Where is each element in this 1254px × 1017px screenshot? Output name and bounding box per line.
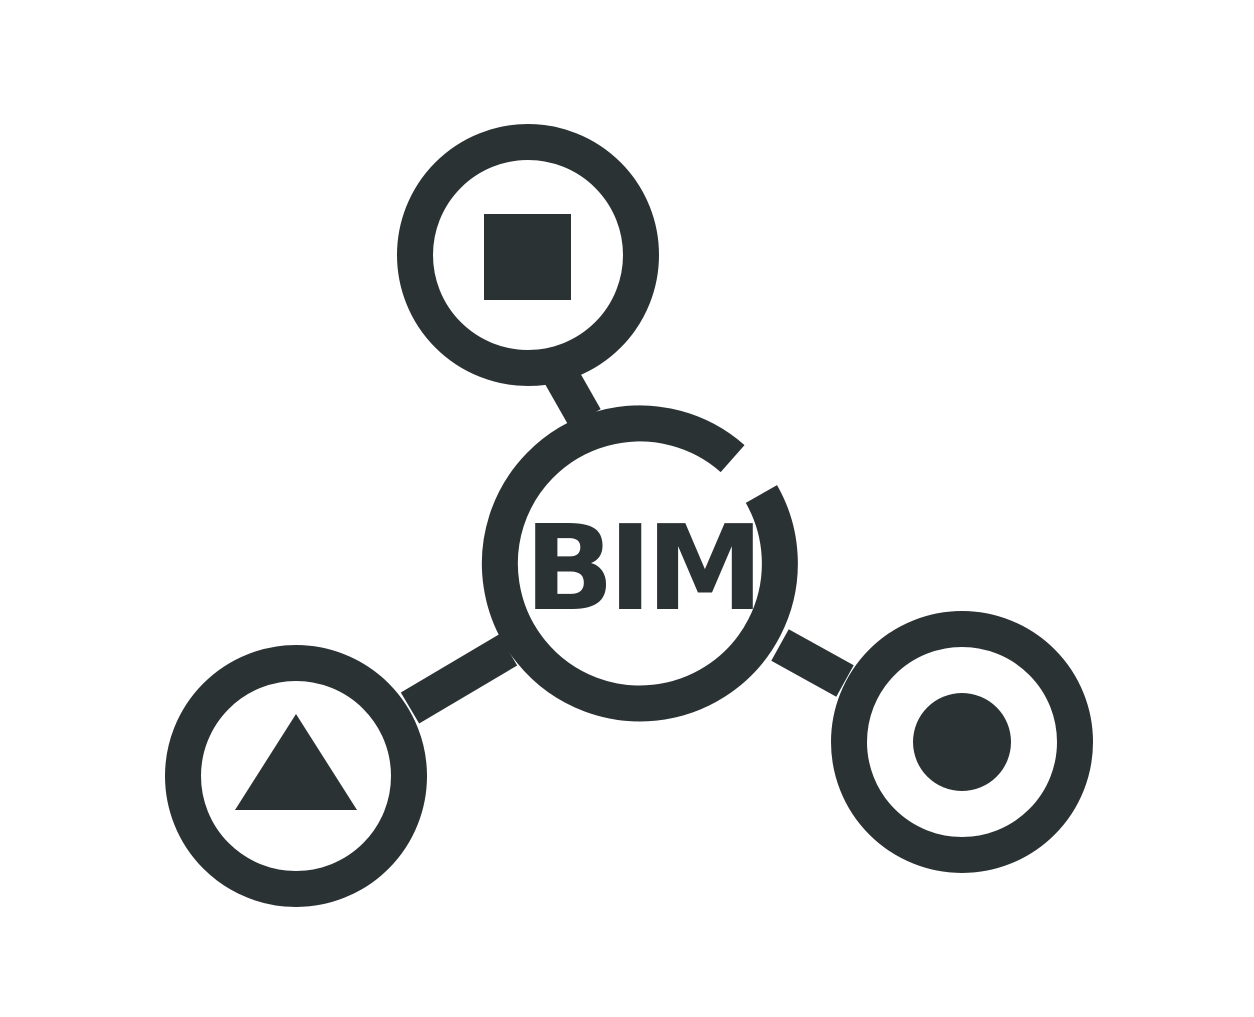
top-node-ring (397, 124, 659, 386)
square-icon (484, 214, 571, 300)
connector-left (400, 634, 518, 724)
dot-icon (913, 693, 1011, 791)
right-node-ring (831, 611, 1093, 873)
connector-right (771, 629, 854, 697)
triangle-icon (235, 714, 357, 810)
center-label: BIM (524, 499, 757, 637)
left-node-ring (165, 645, 427, 907)
connector-top (544, 365, 601, 427)
center-ring (481, 405, 798, 722)
